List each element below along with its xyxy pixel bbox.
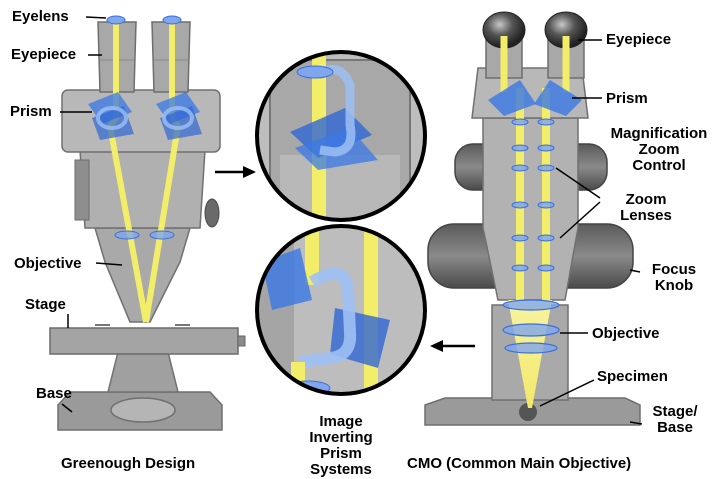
label-stage-base: Stage/ Base xyxy=(640,404,710,436)
focus-line2: Knob xyxy=(654,277,694,294)
arrow-to-bottom-inset xyxy=(430,340,475,352)
image-inverting-line3: Prism xyxy=(320,445,362,462)
cmo-prism-left xyxy=(488,80,536,116)
label-image-inverting-prism-systems: Image Inverting Prism Systems xyxy=(296,414,386,478)
label-eyepiece-left: Eyepiece xyxy=(11,46,77,63)
greenough-prism-left xyxy=(88,92,134,140)
label-prism-right: Prism xyxy=(606,90,648,107)
label-specimen: Specimen xyxy=(597,368,668,385)
image-inverting-line1: Image xyxy=(319,413,363,430)
label-eyelens: Eyelens xyxy=(12,8,69,25)
label-eyepiece-right: Eyepiece xyxy=(606,31,672,48)
greenough-objective-left xyxy=(114,230,140,240)
eyelens-right xyxy=(162,15,182,25)
right-leader-lines xyxy=(539,39,643,425)
eyelens-left xyxy=(106,15,126,25)
base-plate xyxy=(110,397,176,423)
inset-top xyxy=(255,50,427,222)
side-knob xyxy=(204,198,220,228)
label-magnification-zoom-control: Magnification Zoom Control xyxy=(604,126,714,174)
magnification-line1: Magnification xyxy=(610,125,708,142)
magnification-line3: Control xyxy=(632,157,686,174)
cmo-prism-right xyxy=(534,80,582,116)
zoom-line2: Lenses xyxy=(620,207,672,224)
caption-cmo: CMO (Common Main Objective) xyxy=(407,455,632,472)
cmo-zoom-lenses xyxy=(511,118,555,272)
label-base: Base xyxy=(36,385,72,402)
magnification-line2: Zoom xyxy=(638,141,680,158)
left-leader-lines xyxy=(60,16,123,413)
cmo-body xyxy=(482,117,579,301)
label-focus-knob: Focus Knob xyxy=(644,262,704,294)
image-inverting-line4: Systems xyxy=(310,461,372,478)
label-stage: Stage xyxy=(25,296,66,313)
image-inverting-line2: Inverting xyxy=(309,429,373,446)
label-zoom-lenses: Zoom Lenses xyxy=(606,192,686,224)
cmo-microscope xyxy=(424,11,641,426)
inset-bottom xyxy=(255,224,427,396)
label-objective-left: Objective xyxy=(14,255,82,272)
greenough-stage xyxy=(49,327,239,355)
zoom-line1: Zoom xyxy=(625,191,667,208)
focus-line1: Focus xyxy=(651,261,697,278)
greenough-body xyxy=(79,149,206,229)
stage-base-line1: Stage/ xyxy=(652,403,698,420)
stage-base-line2: Base xyxy=(657,419,693,436)
cmo-objective-lenses xyxy=(502,299,560,354)
label-objective-right: Objective xyxy=(592,325,660,342)
greenough-pillar xyxy=(107,351,179,393)
greenough-microscope xyxy=(49,15,246,431)
arrow-to-top-inset xyxy=(215,166,256,178)
caption-greenough-design: Greenough Design xyxy=(61,455,196,472)
greenough-prism-right xyxy=(156,92,202,140)
greenough-objective-right xyxy=(149,230,175,240)
label-prism-left: Prism xyxy=(10,103,52,120)
